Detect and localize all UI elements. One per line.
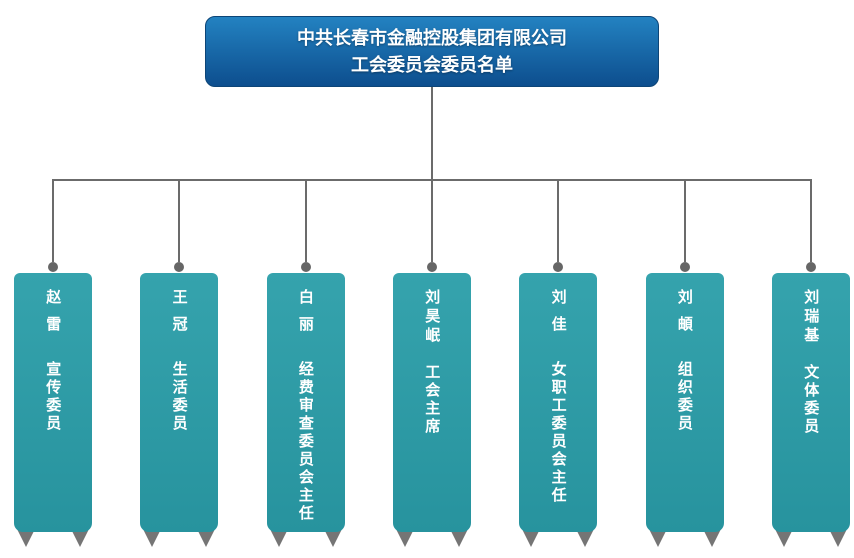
member-name: 白丽 (296, 289, 315, 343)
member-column: 刘佳 女职工委员会主任 (497, 179, 619, 547)
connector-dot-icon (805, 262, 816, 272)
drop-connector-line (430, 179, 433, 262)
member-name: 刘佳 (549, 289, 568, 343)
member-banner-body: 赵雷 宣传委员 (14, 273, 92, 532)
ribbon-tail-left-icon (647, 527, 668, 547)
ribbon-tail-right-icon (196, 527, 217, 547)
member-banner: 刘佳 女职工委员会主任 (519, 273, 598, 547)
ribbon-tail-left-icon (142, 527, 163, 547)
drop-connector-line (557, 179, 560, 262)
member-column: 刘昊岷 工会主席 (371, 179, 493, 547)
drop-connector-line (52, 179, 54, 262)
ribbon-tail-right-icon (448, 527, 469, 547)
ribbon-tail-left-icon (394, 527, 415, 547)
connector-dot-icon (48, 262, 58, 272)
ribbon-tail-right-icon (827, 527, 848, 547)
member-title: 组织委员 (675, 361, 694, 433)
member-name: 刘昊岷 (423, 289, 442, 346)
member-column: 刘瑞基 文体委员 (750, 179, 854, 547)
member-banner-body: 刘佳 女职工委员会主任 (519, 273, 598, 532)
chart-title-line1: 中共长春市金融控股集团有限公司 (297, 27, 567, 49)
trunk-connector-line (431, 87, 433, 179)
member-banner: 王冠 生活委员 (140, 273, 219, 547)
member-title: 经费审查委员会主任 (296, 361, 315, 523)
ribbon-tail-left-icon (521, 527, 542, 547)
member-name: 刘頔 (675, 289, 694, 343)
member-name: 王冠 (170, 289, 189, 343)
connector-dot-icon (300, 262, 311, 272)
drop-connector-line (178, 179, 181, 262)
chart-title-box: 中共长春市金融控股集团有限公司 工会委员会委员名单 (205, 16, 659, 87)
drop-connector-line (809, 179, 812, 262)
drop-connector-line (683, 179, 686, 262)
member-banner: 刘昊岷 工会主席 (392, 273, 471, 547)
member-banner-body: 白丽 经费审查委员会主任 (266, 273, 345, 532)
ribbon-tail-right-icon (575, 527, 596, 547)
member-column: 赵雷 宣传委员 (0, 179, 114, 547)
ribbon-tail-right-icon (322, 527, 343, 547)
member-banner: 赵雷 宣传委员 (14, 273, 92, 547)
member-banner: 刘瑞基 文体委员 (771, 273, 850, 547)
member-title: 女职工委员会主任 (549, 361, 568, 505)
chart-title-line2: 工会委员会委员名单 (351, 54, 513, 76)
connector-dot-icon (679, 262, 690, 272)
member-banner: 刘頔 组织委员 (645, 273, 724, 547)
member-title: 文体委员 (802, 364, 821, 436)
member-banner-body: 刘頔 组织委员 (645, 273, 724, 532)
ribbon-tail-right-icon (701, 527, 722, 547)
ribbon-tail-left-icon (16, 527, 36, 547)
member-banner: 白丽 经费审查委员会主任 (266, 273, 345, 547)
member-column: 白丽 经费审查委员会主任 (245, 179, 367, 547)
member-banner-body: 刘昊岷 工会主席 (392, 273, 471, 532)
member-title: 宣传委员 (44, 361, 63, 433)
connector-dot-icon (553, 262, 564, 272)
member-name: 赵雷 (44, 289, 63, 343)
member-column: 刘頔 组织委员 (624, 179, 746, 547)
member-title: 工会主席 (423, 364, 442, 436)
member-column: 王冠 生活委员 (118, 179, 240, 547)
ribbon-tail-right-icon (70, 527, 90, 547)
ribbon-tail-left-icon (268, 527, 289, 547)
drop-connector-line (304, 179, 307, 262)
ribbon-tail-left-icon (773, 527, 794, 547)
connector-dot-icon (174, 262, 185, 272)
member-banner-body: 王冠 生活委员 (140, 273, 219, 532)
connector-dot-icon (426, 262, 437, 272)
member-title: 生活委员 (170, 361, 189, 433)
member-banner-body: 刘瑞基 文体委员 (771, 273, 850, 532)
member-name: 刘瑞基 (802, 289, 821, 346)
